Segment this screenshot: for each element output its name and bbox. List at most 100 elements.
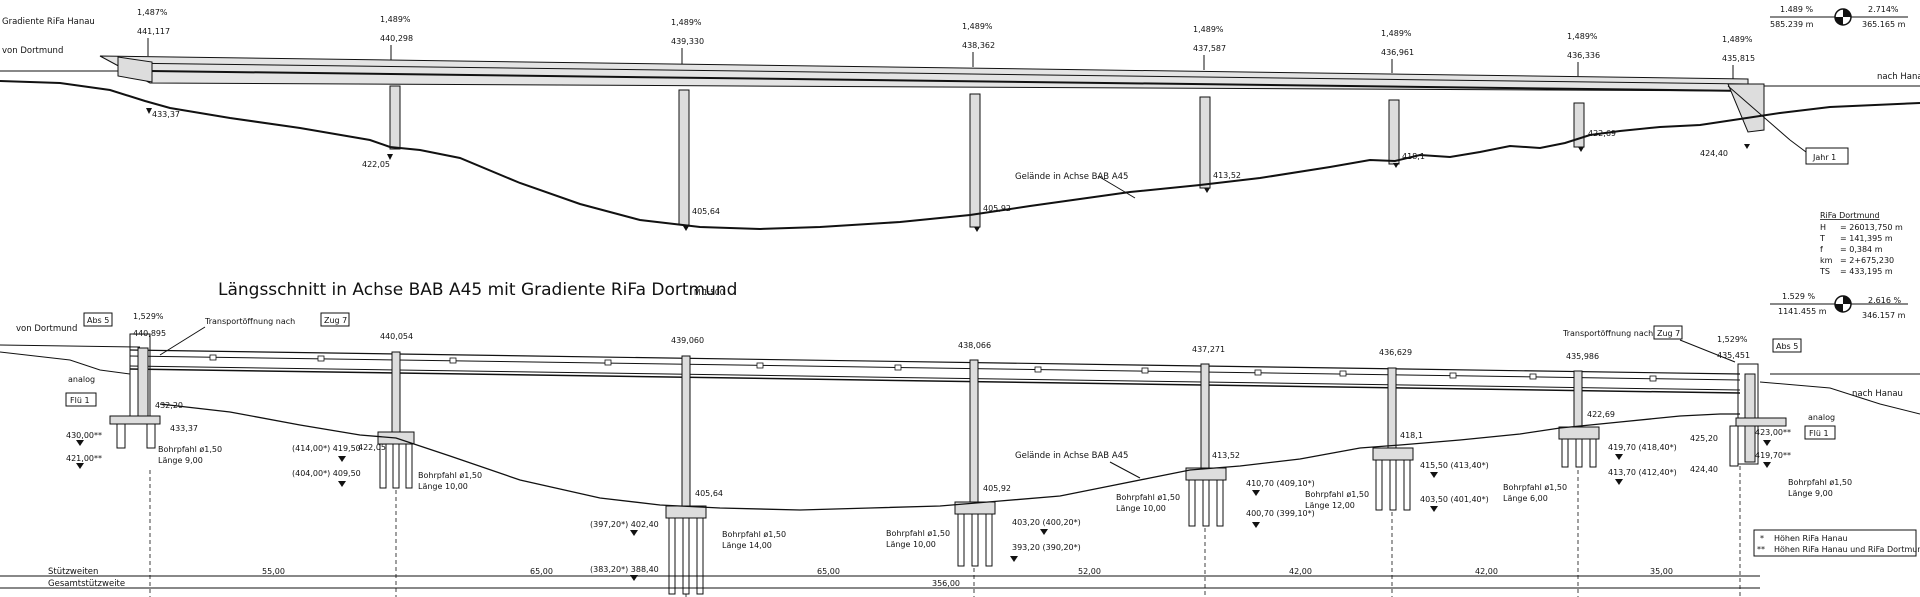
ground-elev: 405,92: [983, 204, 1011, 213]
ground-elev: 418,1: [1400, 431, 1423, 440]
grade-label: 1,489%: [380, 15, 411, 24]
ground-elev: 405,92: [983, 484, 1011, 493]
ground-elev: 405,64: [692, 207, 720, 216]
ground-elev: 413,52: [1213, 171, 1241, 180]
abut-elev: 424,40: [1690, 465, 1718, 474]
found-elev: (397,20*) 402,40: [590, 520, 659, 529]
curve-radius-1: 1141.455 m: [1778, 307, 1827, 316]
found-elev: 413,70 (412,40*): [1608, 468, 1677, 477]
legend: * Höhen RiFa Hanau ** Höhen RiFa Hanau u…: [1753, 529, 1920, 557]
abut-elev: 430,00**: [66, 431, 102, 440]
total-value: 356,00: [932, 579, 960, 588]
found-elev: 415,50 (413,40*): [1420, 461, 1489, 470]
grade-label: 1,487%: [137, 8, 168, 17]
found-elev: 410,70 (409,10*): [1246, 479, 1315, 488]
ground-elev: 405,64: [695, 489, 723, 498]
legend-text: Höhen RiFa Hanau: [1774, 534, 1848, 543]
pile-label: Bohrpfahl ø1,50: [1788, 478, 1852, 487]
pile-label: Bohrpfahl ø1,50: [886, 529, 950, 538]
pile-label: Bohrpfahl ø1,50: [1305, 490, 1369, 499]
pile-length: Länge 6,00: [1503, 494, 1548, 503]
total-label: Gesamtstützweite: [48, 579, 125, 589]
to-label: nach Hanau: [1852, 389, 1903, 399]
abut-elev: 421,00**: [66, 454, 102, 463]
bottom-terrain-label: Gelände in Achse BAB A45: [1015, 451, 1128, 461]
found-elev: 400,70 (399,10*): [1246, 509, 1315, 518]
spans-label: Stützweiten: [48, 567, 98, 577]
top-to-label: nach Hanau: [1877, 72, 1920, 82]
grade-label: 1,489%: [1193, 25, 1224, 34]
grade-left: 1,529%: [133, 312, 164, 321]
transport-left: Transportöffnung nach: [204, 317, 295, 326]
deck-elev: 438,066: [958, 341, 991, 350]
ground-elev: 418,1: [1402, 152, 1425, 161]
found-elev: 419,70 (418,40*): [1608, 443, 1677, 452]
top-ground-elevations: 433,37 422,05 405,64 405,92 413,52 418,1…: [146, 108, 1750, 232]
grade-label: 1,489%: [1567, 32, 1598, 41]
pile-length: Länge 14,00: [722, 541, 772, 550]
top-terrain-label: Gelände in Achse BAB A45: [1015, 172, 1128, 182]
abut-elev: 419,70**: [1755, 451, 1791, 460]
elev-label: 441,117: [137, 27, 170, 36]
top-from-label: von Dortmund: [2, 46, 63, 56]
deck-elev: 436,629: [1379, 348, 1412, 357]
top-gradient-label: Gradiente RiFa Hanau: [2, 17, 95, 27]
deck-elev: 435,986: [1566, 352, 1599, 361]
pile-length: Länge 10,00: [418, 482, 468, 491]
foundation-annotations: (414,00*) 419,50 (404,00*) 409,50 Bohrpf…: [76, 440, 1771, 581]
pile-label: Bohrpfahl ø1,50: [158, 445, 222, 454]
param-value: = 433,195 m: [1840, 267, 1893, 276]
pile-length: Länge 9,00: [1788, 489, 1833, 498]
analog-left: analog: [68, 375, 95, 384]
top-deck: Jahr 1: [0, 55, 1920, 165]
deck-elevations: 440,054 439,060 438,066 437,271 436,629 …: [380, 332, 1599, 361]
bottom-deck: [129, 349, 1741, 394]
scale-label: M 1:500: [694, 288, 725, 297]
span-value: 52,00: [1078, 567, 1101, 576]
from-label: von Dortmund: [16, 324, 77, 334]
abs5-right-tag: Abs 5: [1776, 342, 1798, 351]
pile-label: Bohrpfahl ø1,50: [1116, 493, 1180, 502]
span-value: 42,00: [1475, 567, 1498, 576]
section-title: Längsschnitt in Achse BAB A45 mit Gradie…: [218, 280, 737, 300]
found-elev: (404,00*) 409,50: [292, 469, 361, 478]
transport-right: Transportöffnung nach: [1562, 329, 1653, 338]
found-elev: (383,20*) 388,40: [590, 565, 659, 574]
param-value: = 2+675,230: [1840, 256, 1894, 265]
elev-label: 437,587: [1193, 44, 1226, 53]
deck-elev: 439,060: [671, 336, 704, 345]
pile-label: Bohrpfahl ø1,50: [722, 530, 786, 539]
abs5-left-tag: Abs 5: [87, 316, 109, 325]
param-key: H: [1820, 223, 1826, 232]
found-elev: 393,20 (390,20*): [1012, 543, 1081, 552]
param-key: T: [1819, 234, 1825, 243]
elev-label: 436,336: [1567, 51, 1600, 60]
abut-elev: 425,20: [1690, 434, 1718, 443]
param-key: f: [1820, 245, 1823, 254]
elev-label: 435,815: [1722, 54, 1755, 63]
params-heading: RiFa Dortmund: [1820, 211, 1880, 220]
top-grade-labels: 1,487% 441,117 1,489% 440,298 1,489% 439…: [137, 8, 1755, 79]
top-terrain: [0, 80, 1920, 231]
deck-elev: 437,271: [1192, 345, 1225, 354]
right-abutment: analog Flü 1 425,20 424,40 423,00** 419,…: [1690, 363, 1920, 498]
bottom-piers: [149, 351, 1741, 597]
ground-elev: 433,37: [152, 110, 180, 119]
pile-length: Länge 10,00: [886, 540, 936, 549]
ground-elev: 413,52: [1212, 451, 1240, 460]
legend-symbol: *: [1760, 534, 1764, 543]
pile-length: Länge 12,00: [1305, 501, 1355, 510]
left-abutment: analog Flü 1 432,20 433,37 430,00** 421,…: [0, 333, 222, 465]
pile-length: Länge 10,00: [1116, 504, 1166, 513]
curve-grade-1: 1.489 %: [1780, 5, 1813, 14]
span-value: 35,00: [1650, 567, 1673, 576]
ground-elev: 424,40: [1700, 149, 1728, 158]
span-value: 65,00: [817, 567, 840, 576]
pile-length: Länge 9,00: [158, 456, 203, 465]
flu1-left-tag: Flü 1: [70, 396, 90, 405]
curve-grade-2: 2.714%: [1868, 5, 1899, 14]
grade-right: 1,529%: [1717, 335, 1748, 344]
zug7-right-tag: Zug 7: [1657, 329, 1680, 338]
ground-elev: 422,69: [1587, 410, 1615, 419]
